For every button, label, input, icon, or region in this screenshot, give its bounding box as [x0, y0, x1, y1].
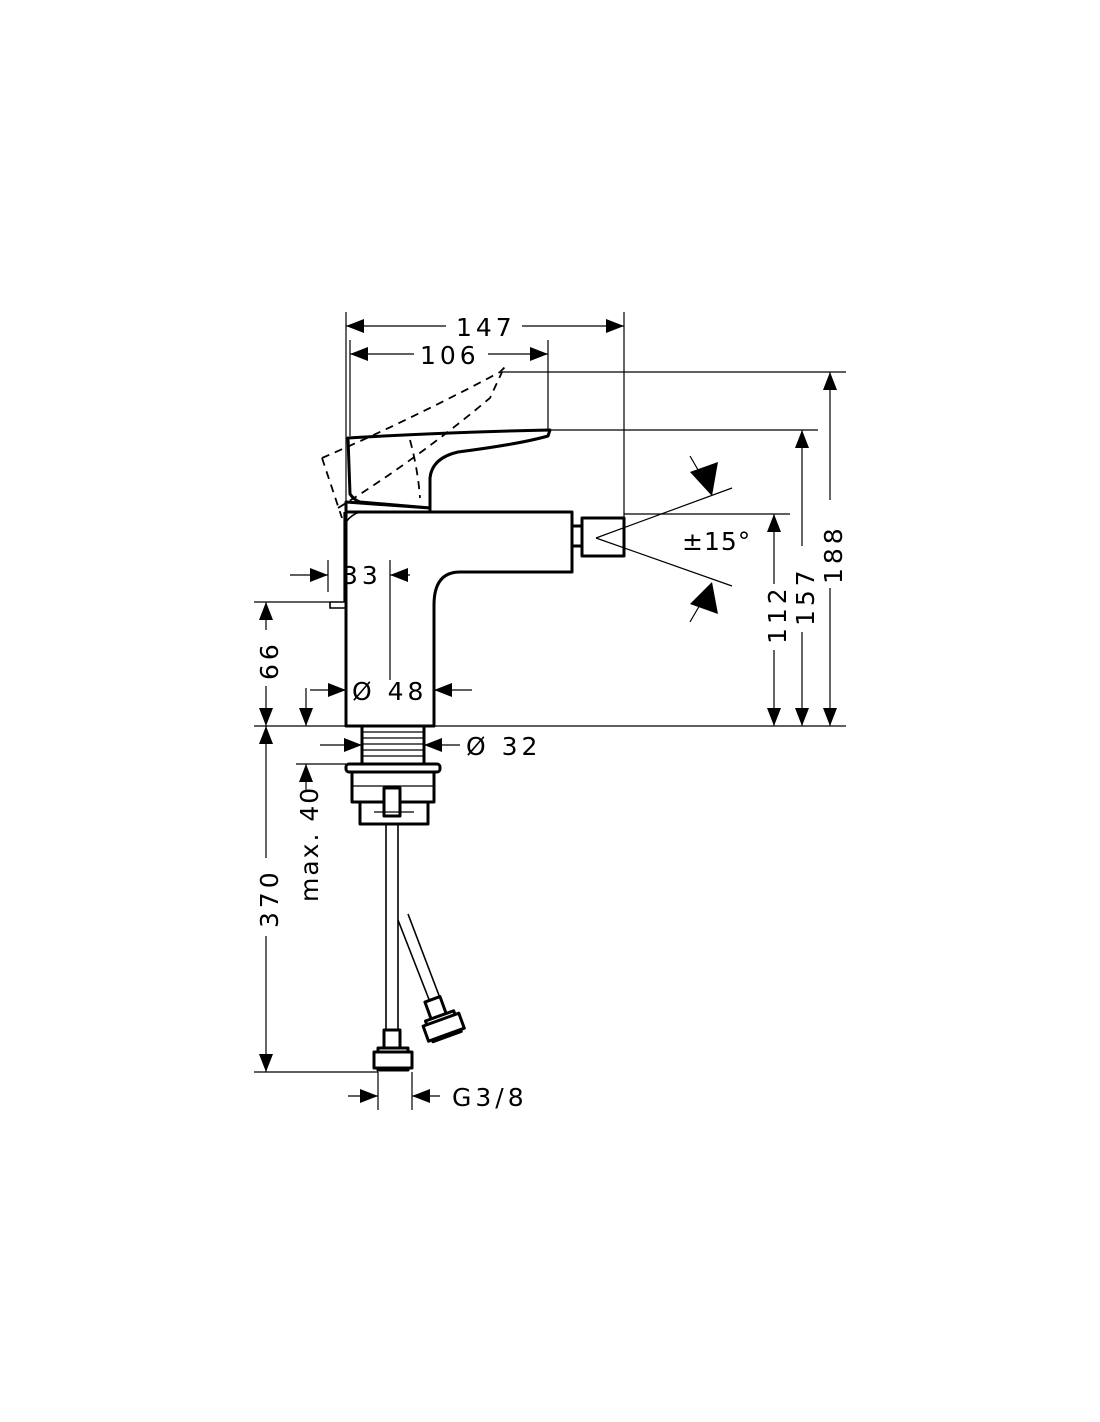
supply-hoses: [372, 824, 466, 1072]
dim-157-label: 157: [791, 566, 820, 626]
dim-shank-diameter: Ø 32: [320, 732, 541, 761]
dim-66-label: 66: [255, 640, 284, 680]
dim-188-label: 188: [819, 524, 848, 584]
dim-spout-height: 112: [624, 513, 792, 726]
dim-thread: G3/8: [348, 1072, 528, 1112]
dim-370-label: 370: [255, 868, 284, 928]
dim-32-label: Ø 32: [466, 732, 541, 761]
drain-rod: [329, 512, 346, 609]
dim-lever-width: 106: [349, 340, 549, 436]
dim-g38-label: G3/8: [452, 1083, 528, 1112]
dim-106-label: 106: [420, 341, 480, 370]
dim-angle-label: ±15°: [682, 527, 751, 556]
dim-112-label: 112: [763, 584, 792, 644]
dim-overall-width: 147: [345, 312, 625, 518]
mounting-shank: [344, 724, 442, 826]
dim-body-diameter: Ø 48: [310, 677, 472, 706]
dim-48-label: Ø 48: [352, 677, 427, 706]
dim-hose-length: 370: [254, 726, 378, 1073]
dim-total-height: 188: [502, 371, 848, 726]
lever-alt-position: [321, 365, 507, 519]
dim-33-label: 33: [342, 561, 382, 590]
dim-lever-offset: 33: [290, 560, 410, 680]
dim-max-thickness: max. 40: [295, 688, 346, 902]
dim-40-label: max. 40: [295, 786, 324, 902]
dim-spray-angle: ±15°: [595, 455, 751, 623]
dim-drain-height: 66: [254, 601, 346, 727]
faucet-body: [344, 428, 626, 728]
dim-147-label: 147: [456, 313, 516, 342]
dim-lever-height: 157: [548, 429, 820, 726]
